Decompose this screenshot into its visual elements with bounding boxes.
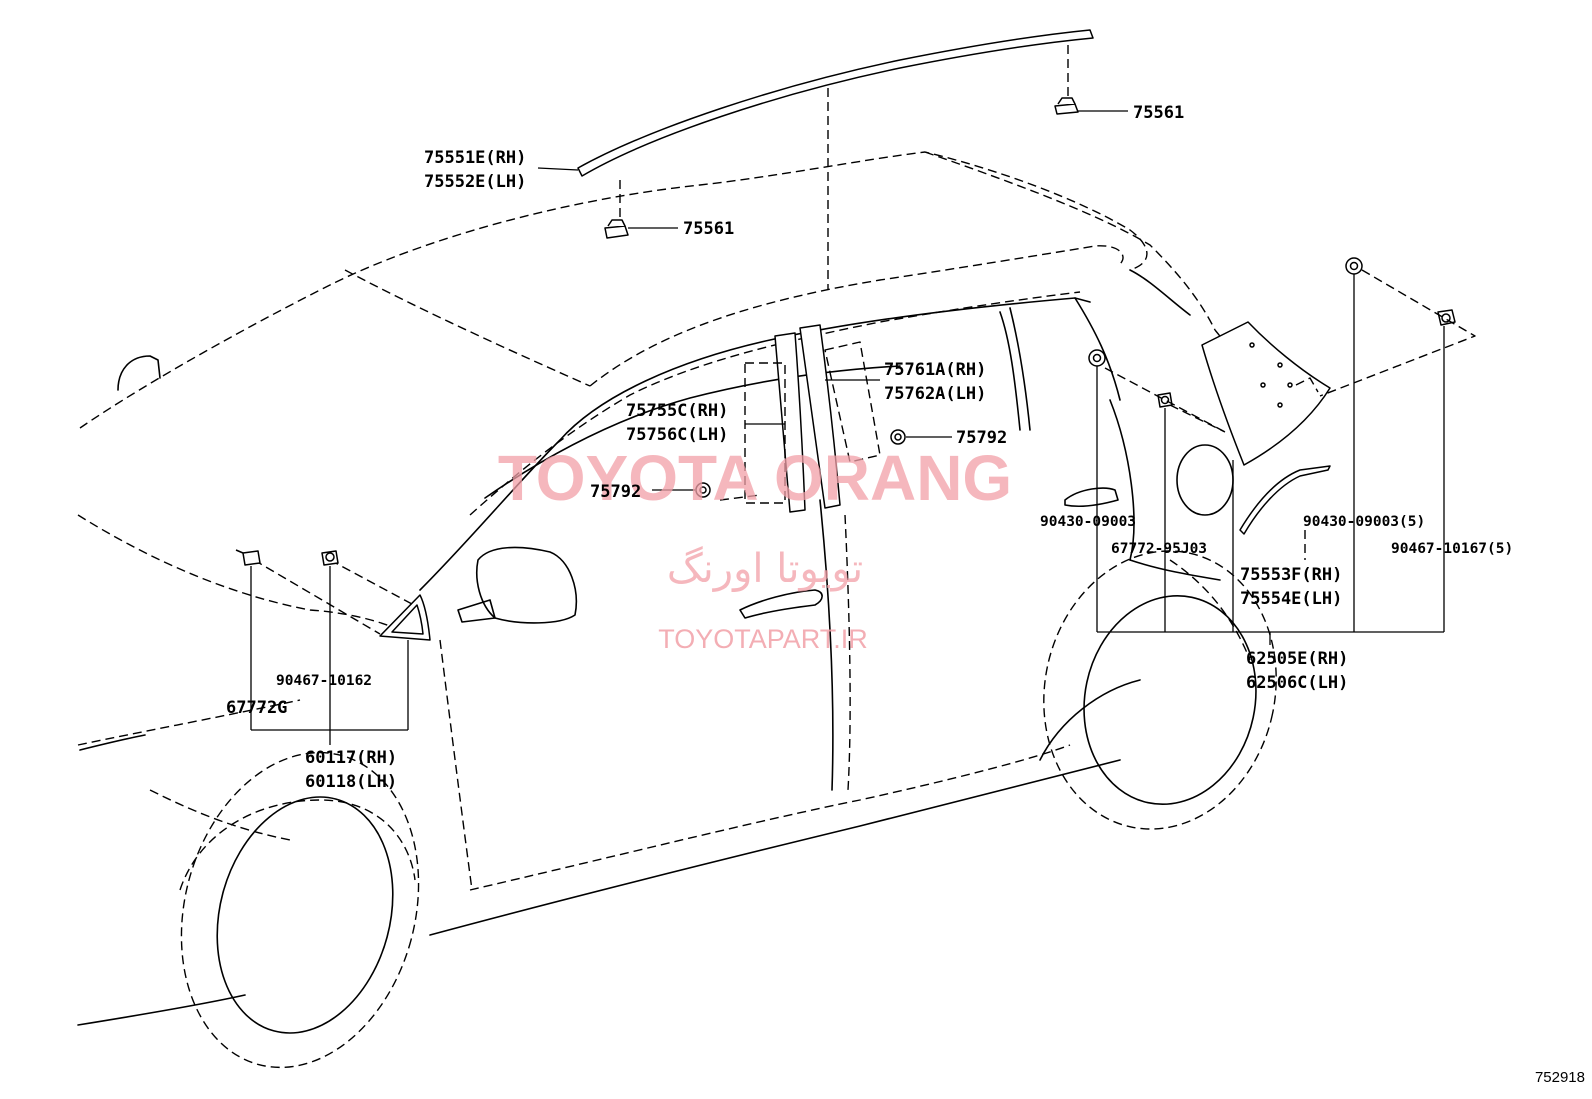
pillar-garnish-tapes [719, 324, 881, 513]
clip-67772-95j03 [1157, 392, 1173, 408]
watermark-brand-persian: تویوتا اورنگ [667, 546, 863, 592]
molding-clip-top [1054, 97, 1079, 115]
label-corner-cover-lh: 60118(LH) [305, 772, 397, 792]
figure-code: 752918 [1535, 1069, 1585, 1086]
label-clip-90467-10162: 90467-10162 [276, 673, 372, 689]
part-labels: 75551E(RH) 75552E(LH) 75561 75561 75761A… [226, 103, 1585, 1086]
label-b-pillar-tape-rh: 75761A(RH) [884, 360, 986, 380]
label-front-pillar-tape-rh: 75755C(RH) [626, 401, 728, 421]
label-roof-molding-rh: 75551E(RH) [424, 148, 526, 168]
watermark-url: TOYOTAPART.IR [658, 624, 868, 654]
label-corner-cover-rh: 60117(RH) [305, 748, 397, 768]
label-grommet-75792-left: 75792 [590, 482, 641, 502]
label-clip-75561-top: 75561 [1133, 103, 1184, 123]
grommet-75792-left [695, 482, 711, 498]
label-grommet-75792-right: 75792 [956, 428, 1007, 448]
label-quarter-tape-rh: 75553F(RH) [1240, 565, 1342, 585]
pad-67772g [235, 549, 261, 566]
label-front-pillar-tape-lh: 75756C(LH) [626, 425, 728, 445]
molding-clip-mid [604, 219, 629, 239]
label-roof-molding-lh: 75552E(LH) [424, 172, 526, 192]
rear-quarter-parts [1169, 321, 1331, 661]
label-pad-67772g: 67772G [226, 698, 287, 718]
label-clip-75561-mid: 75561 [683, 219, 734, 239]
car-body-outline [77, 151, 1277, 1069]
label-clip-90467-10167: 90467-10167(5) [1391, 541, 1513, 557]
label-spoiler-rh: 62505E(RH) [1246, 649, 1348, 669]
label-b-pillar-tape-lh: 75762A(LH) [884, 384, 986, 404]
label-quarter-tape-lh: 75554E(LH) [1240, 589, 1342, 609]
roof-drip-molding [577, 29, 1094, 290]
label-clip-67772-95j03: 67772-95J03 [1111, 541, 1207, 557]
right-connectors [1104, 269, 1476, 433]
label-screw-90430-right: 90430-09003(5) [1303, 514, 1425, 530]
clip-90430-left [1088, 349, 1106, 367]
grommet-75792-right [890, 429, 906, 445]
watermark-brand: TOYOTA ORANG [498, 442, 1012, 514]
clip-90430-right [1345, 257, 1363, 275]
label-spoiler-lh: 62506C(LH) [1246, 673, 1348, 693]
watermark: TOYOTA ORANG تویوتا اورنگ TOYOTAPART.IR [498, 442, 1012, 654]
front-corner-cover [253, 559, 431, 641]
clip-90467-10162 [321, 550, 339, 566]
leader-lines [250, 110, 1445, 745]
label-screw-90430-left: 90430-09003 [1040, 514, 1136, 530]
